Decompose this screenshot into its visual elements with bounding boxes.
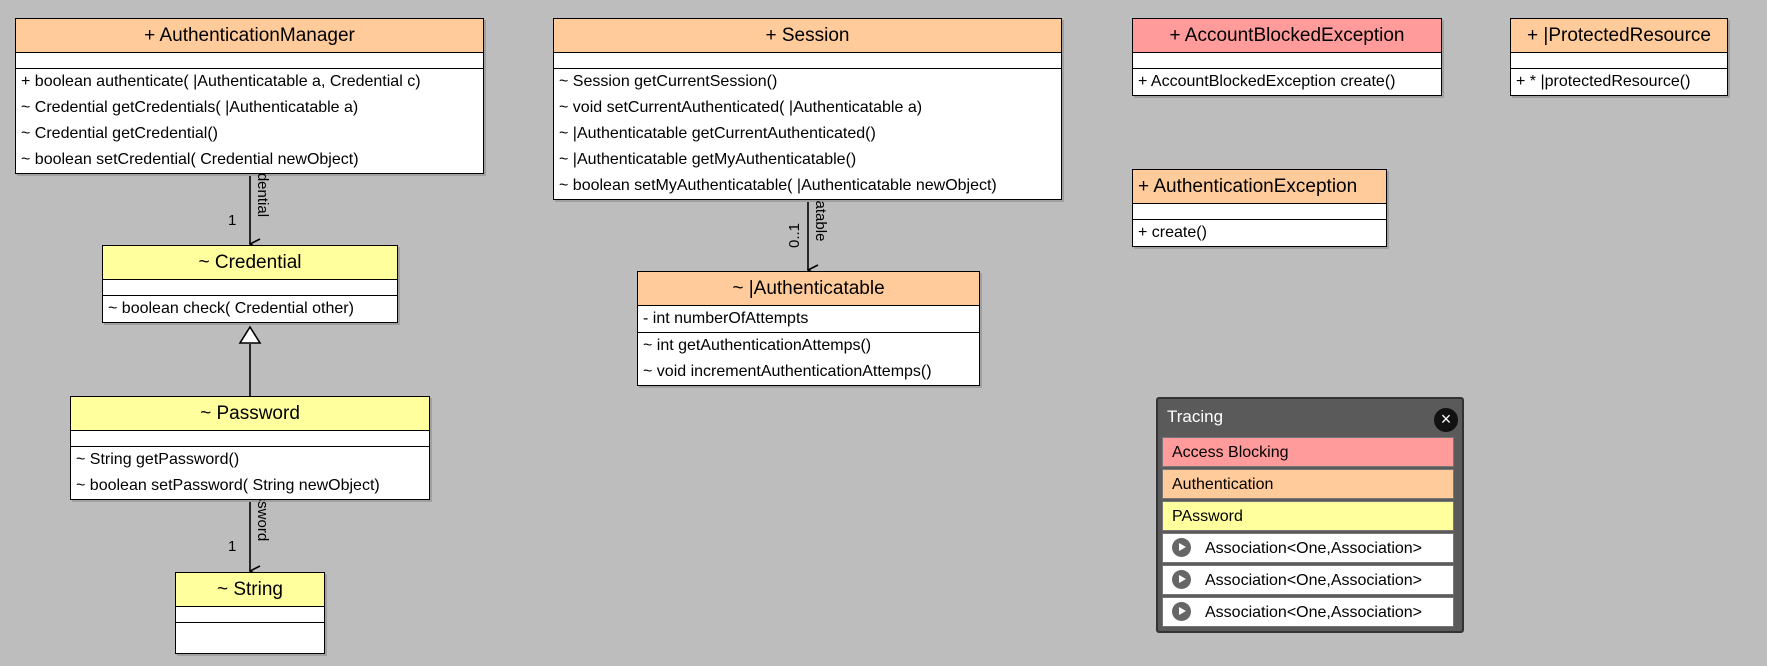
methods-section: + AccountBlockedException create() (1133, 69, 1441, 95)
method-row[interactable]: ~ |Authenticatable getCurrentAuthenticat… (559, 125, 876, 142)
tracing-item-label: Association<One,Association> (1205, 540, 1423, 557)
methods-section: ~ int getAuthenticationAttemps() ~ void … (638, 333, 979, 385)
method-row[interactable]: ~ void setCurrentAuthenticated( |Authent… (559, 99, 923, 116)
tracing-item-authentication[interactable]: Authentication (1162, 469, 1454, 499)
class-session[interactable]: + Session ~ Session getCurrentSession() … (553, 18, 1062, 200)
class-title: ~ Password (71, 397, 429, 431)
class-title: ~ |Authenticatable (638, 272, 979, 306)
attributes-section (176, 607, 324, 623)
method-row[interactable]: ~ String getPassword() (76, 451, 240, 468)
method-row[interactable]: ~ |Authenticatable getMyAuthenticatable(… (559, 151, 857, 168)
class-title: + Session (554, 19, 1061, 53)
class-authenticatable[interactable]: ~ |Authenticatable - int numberOfAttempt… (637, 271, 980, 386)
method-row[interactable]: ~ Credential getCredentials( |Authentica… (21, 99, 359, 116)
attribute-row[interactable]: - int numberOfAttempts (643, 310, 809, 327)
tracing-item-password[interactable]: PAssword (1162, 501, 1454, 531)
class-title: + |ProtectedResource (1511, 19, 1727, 53)
close-icon[interactable]: × (1434, 408, 1458, 432)
generalization-arrowhead (238, 325, 262, 344)
edge-my-authenticatable-multiplicity: 0..1 (786, 222, 803, 248)
class-authentication-exception[interactable]: + AuthenticationException + create() (1132, 169, 1387, 247)
class-title: ~ String (176, 573, 324, 607)
tracing-item-association[interactable]: Association<One,Association> (1162, 565, 1454, 595)
class-password[interactable]: ~ Password ~ String getPassword() ~ bool… (70, 396, 430, 500)
attributes-section (71, 431, 429, 447)
method-row[interactable]: ~ void incrementAuthenticationAttemps() (643, 363, 932, 380)
tracing-item-label: Association<One,Association> (1205, 604, 1423, 621)
methods-section: ~ String getPassword() ~ boolean setPass… (71, 447, 429, 499)
class-protected-resource[interactable]: + |ProtectedResource + * |protectedResou… (1510, 18, 1728, 96)
method-row[interactable]: ~ Session getCurrentSession() (559, 73, 778, 90)
method-row[interactable]: ~ boolean check( Credential other) (108, 300, 354, 317)
attributes-section (554, 53, 1061, 69)
attributes-section: - int numberOfAttempts (638, 306, 979, 333)
play-icon[interactable] (1172, 570, 1191, 590)
method-row[interactable]: ~ int getAuthenticationAttemps() (643, 337, 872, 354)
play-icon[interactable] (1172, 602, 1191, 622)
methods-section: + create() (1133, 220, 1386, 246)
class-title: + AuthenticationManager (16, 19, 483, 53)
tracing-panel: Tracing × Access Blocking Authentication… (1156, 397, 1464, 633)
attributes-section (1133, 204, 1386, 220)
tracing-item-association[interactable]: Association<One,Association> (1162, 533, 1454, 563)
method-row[interactable]: + boolean authenticate( |Authenticatable… (21, 73, 421, 90)
tracing-item-access-blocking[interactable]: Access Blocking (1162, 437, 1454, 467)
method-row[interactable]: ~ boolean setMyAuthenticatable( |Authent… (559, 177, 997, 194)
method-row[interactable]: ~ boolean setCredential( Credential newO… (21, 151, 359, 168)
methods-section (176, 623, 324, 653)
attributes-section (16, 53, 483, 69)
method-row[interactable]: ~ Credential getCredential() (21, 125, 218, 142)
edge-credential-multiplicity: 1 (228, 212, 237, 229)
method-row[interactable]: + create() (1138, 224, 1207, 241)
method-row[interactable]: + * |protectedResource() (1516, 73, 1691, 90)
class-title: + AuthenticationException (1133, 170, 1386, 204)
class-title: + AccountBlockedException (1133, 19, 1441, 53)
attributes-section (103, 280, 397, 296)
class-account-blocked-exception[interactable]: + AccountBlockedException + AccountBlock… (1132, 18, 1442, 96)
methods-section: ~ boolean check( Credential other) (103, 296, 397, 322)
class-string[interactable]: ~ String (175, 572, 325, 654)
class-authentication-manager[interactable]: + AuthenticationManager + boolean authen… (15, 18, 484, 174)
tracing-panel-title: Tracing (1167, 407, 1224, 426)
attributes-section (1133, 53, 1441, 69)
methods-section: + * |protectedResource() (1511, 69, 1727, 95)
class-credential[interactable]: ~ Credential ~ boolean check( Credential… (102, 245, 398, 323)
methods-section: ~ Session getCurrentSession() ~ void set… (554, 69, 1061, 199)
tracing-item-label: Association<One,Association> (1205, 572, 1423, 589)
method-row[interactable]: ~ boolean setPassword( String newObject) (76, 477, 380, 494)
attributes-section (1511, 53, 1727, 69)
method-row[interactable]: + AccountBlockedException create() (1138, 73, 1396, 90)
edge-password-multiplicity: 1 (228, 538, 237, 555)
methods-section: + boolean authenticate( |Authenticatable… (16, 69, 483, 173)
tracing-item-association[interactable]: Association<One,Association> (1162, 597, 1454, 627)
play-icon[interactable] (1172, 538, 1191, 558)
class-title: ~ Credential (103, 246, 397, 280)
